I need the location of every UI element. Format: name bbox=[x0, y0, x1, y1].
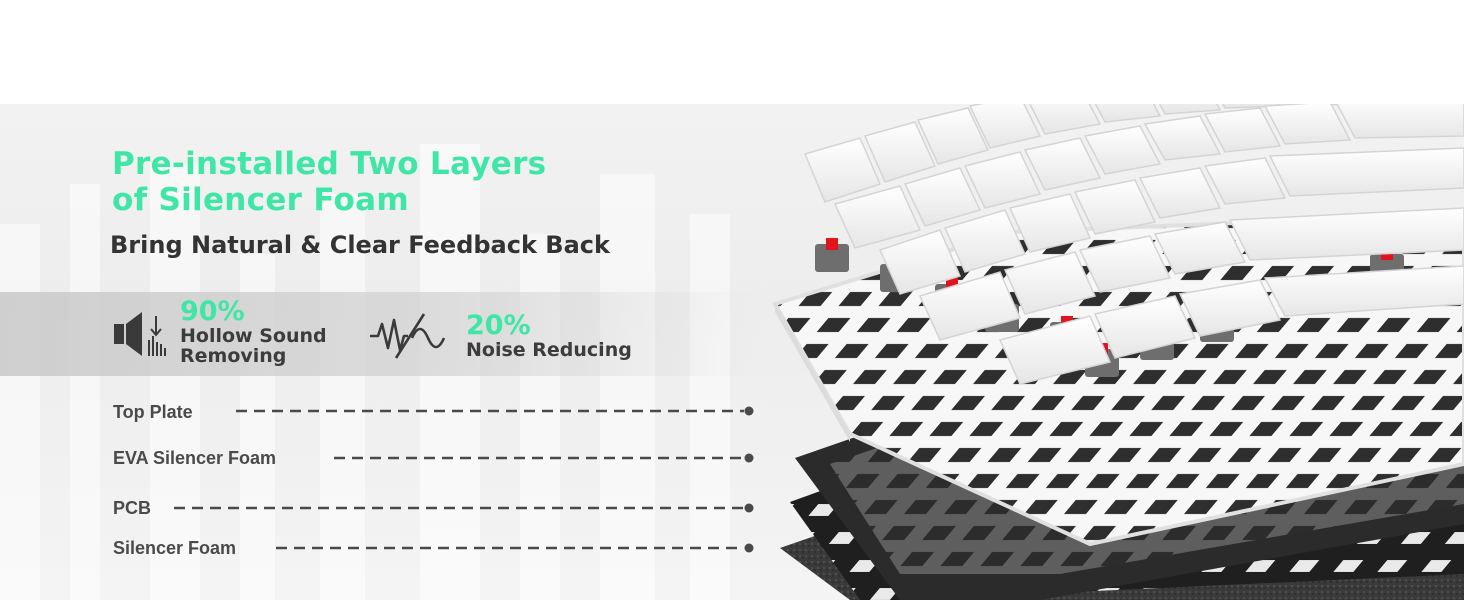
keyboard-exploded-view bbox=[174, 104, 1464, 600]
leader-dot bbox=[744, 453, 754, 463]
layer-label-silencer-foam: Silencer Foam bbox=[113, 538, 237, 558]
layer-label-top-plate: Top Plate bbox=[113, 402, 193, 422]
stat-percent: 90% bbox=[180, 296, 245, 327]
stat-description: Removing bbox=[180, 345, 287, 367]
sound-wave-icon bbox=[370, 313, 446, 359]
leader-dot bbox=[744, 406, 754, 416]
layer-label-eva-foam: EVA Silencer Foam bbox=[113, 448, 277, 468]
leader-lines bbox=[174, 409, 744, 550]
headline: Pre-installed Two Layers of Silencer Foa… bbox=[112, 146, 546, 218]
feature-banner: Pre-installed Two Layers of Silencer Foa… bbox=[0, 104, 1464, 600]
stat-percent: 20% bbox=[466, 310, 531, 341]
stat-description: Noise Reducing bbox=[466, 339, 632, 361]
headline-line-2: of Silencer Foam bbox=[112, 182, 409, 218]
stat-noise-reducing: 20% Noise Reducing bbox=[368, 310, 632, 360]
headline-line-1: Pre-installed Two Layers bbox=[112, 146, 547, 182]
layer-label-pcb: PCB bbox=[113, 498, 152, 518]
leader-dot bbox=[744, 543, 754, 553]
speaker-sound-down-icon bbox=[114, 312, 166, 356]
stat-description: Hollow Sound bbox=[180, 325, 327, 347]
subheadline: Bring Natural & Clear Feedback Back bbox=[110, 231, 610, 259]
stat-hollow-sound: 90% Hollow Sound Removing bbox=[112, 298, 327, 366]
leader-dot bbox=[744, 503, 754, 513]
keycaps bbox=[803, 104, 1464, 385]
